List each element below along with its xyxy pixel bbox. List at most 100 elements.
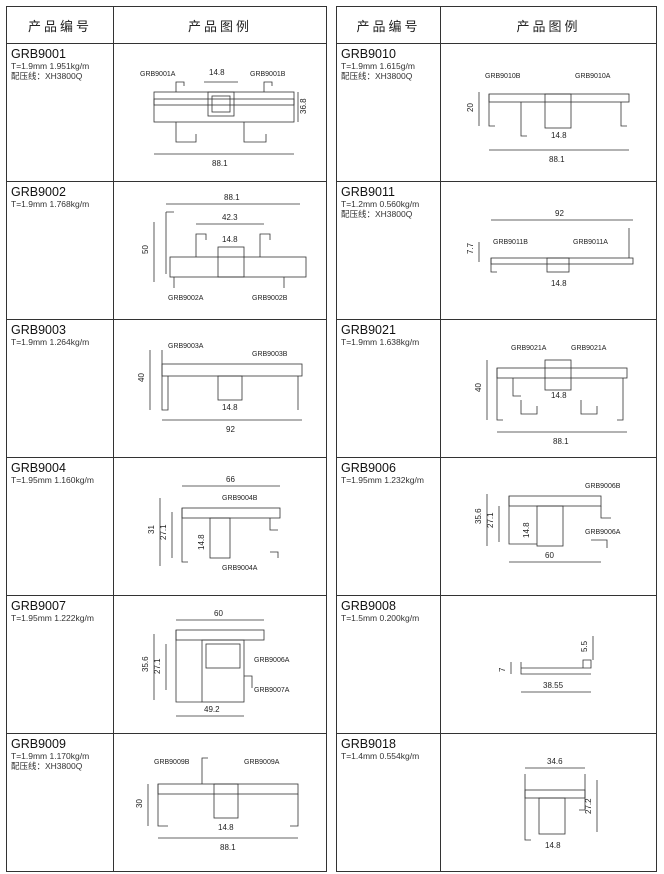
profile-drawing: GRB9021A GRB9021A 40 14.8 88.1 <box>474 345 628 446</box>
product-code: GRB9011 <box>341 185 395 199</box>
dimension: 7 <box>498 667 507 672</box>
product-spec: T=1.95mm 1.222kg/m <box>11 613 94 623</box>
product-spec: T=1.2mm 0.560kg/m <box>341 199 420 209</box>
dimension: 35.6 <box>141 656 150 672</box>
catalog-table-right: 产品编号 产品图例 GRB9010 T=1.9mm 1.615g/m 配压线：X… <box>336 6 657 872</box>
dimension: 40 <box>137 373 146 382</box>
dimension: 7.7 <box>466 242 475 254</box>
dimension: 66 <box>226 475 235 484</box>
dimension: 88.1 <box>549 155 565 164</box>
part-label: GRB9001A <box>140 71 176 78</box>
part-label: GRB9006B <box>585 483 621 490</box>
product-spec: T=1.5mm 0.200kg/m <box>341 613 420 623</box>
part-label: GRB9003A <box>168 343 204 350</box>
profile-drawing: GRB9009B GRB9009A 30 14.8 88.1 <box>135 757 299 852</box>
pressure-line: 配压线：XH3800Q <box>11 71 83 81</box>
dimension: 38.55 <box>543 681 564 690</box>
part-label: GRB9001B <box>250 71 286 78</box>
dimension: 20 <box>466 103 475 112</box>
product-code: GRB9001 <box>11 47 66 61</box>
product-row: GRB9011 T=1.2mm 0.560kg/m 配压线：XH3800Q 92… <box>336 181 657 320</box>
product-spec: T=1.9mm 1.768kg/m <box>11 199 90 209</box>
dimension: 14.8 <box>551 391 567 400</box>
product-row: GRB9010 T=1.9mm 1.615g/m 配压线：XH3800Q GRB… <box>336 43 657 182</box>
product-code: GRB9002 <box>11 185 66 199</box>
part-label: GRB9004A <box>222 565 258 572</box>
product-code: GRB9008 <box>341 599 396 613</box>
profile-drawing: 60 35.6 27.1 GRB9006A GRB9007A 49.2 <box>141 609 290 717</box>
product-code: GRB9003 <box>11 323 66 337</box>
product-spec: T=1.9mm 1.170kg/m <box>11 751 90 761</box>
dimension: 27.1 <box>486 512 495 528</box>
dimension: 27.1 <box>159 524 168 540</box>
profile-drawing: 66 GRB9004B 31 27.1 14.8 GRB9004A <box>147 475 281 572</box>
header-code: 产品编号 <box>336 6 441 44</box>
part-label: GRB9007A <box>254 687 290 694</box>
dimension: 14.8 <box>197 534 206 550</box>
dimension: 49.2 <box>204 705 220 714</box>
profile-drawing: GRB9001A GRB9001B 14.8 36.8 88.1 <box>140 68 308 168</box>
dimension: 14.8 <box>218 823 234 832</box>
part-label: GRB9011A <box>573 239 608 246</box>
product-spec: T=1.9mm 1.264kg/m <box>11 337 90 347</box>
product-spec: T=1.9mm 1.615g/m <box>341 61 415 71</box>
dimension: 36.8 <box>299 98 308 114</box>
header-figure: 产品图例 <box>113 6 327 44</box>
product-code: GRB9004 <box>11 461 66 475</box>
dimension: 14.8 <box>222 235 238 244</box>
product-spec: T=1.9mm 1.951kg/m <box>11 61 90 71</box>
part-label: GRB9002A <box>168 295 204 302</box>
dimension: 92 <box>555 209 564 218</box>
product-spec: T=1.9mm 1.638kg/m <box>341 337 420 347</box>
header-code: 产品编号 <box>6 6 114 44</box>
product-code: GRB9010 <box>341 47 396 61</box>
dimension: 31 <box>147 525 156 534</box>
product-spec: T=1.95mm 1.160kg/m <box>11 475 94 485</box>
dimension: 50 <box>141 245 150 254</box>
dimension: 35.6 <box>474 508 483 524</box>
dimension: 60 <box>545 551 554 560</box>
dimension: 30 <box>135 799 144 808</box>
profile-drawing: GRB9003A GRB9003B 40 14.8 92 <box>137 343 303 434</box>
pressure-line: 配压线：XH3800Q <box>341 71 413 81</box>
product-row: GRB9008 T=1.5mm 0.200kg/m 5.5 7 38.55 <box>336 595 657 734</box>
dimension: 27.2 <box>584 798 593 814</box>
dimension: 14.8 <box>209 68 225 77</box>
dimension: 88.1 <box>220 843 236 852</box>
dimension: 14.8 <box>545 841 561 850</box>
product-row: GRB9006 T=1.95mm 1.232kg/m GRB9006B 35.6… <box>336 457 657 596</box>
part-label: GRB9004B <box>222 495 258 502</box>
dimension: 60 <box>214 609 223 618</box>
part-label: GRB9011B <box>493 239 528 246</box>
dimension: 34.6 <box>547 757 563 766</box>
product-spec: T=1.4mm 0.554kg/m <box>341 751 420 761</box>
product-row: GRB9002 T=1.9mm 1.768kg/m 88.1 42.3 14.8… <box>6 181 327 320</box>
part-label: GRB9010A <box>575 73 611 80</box>
product-row: GRB9003 T=1.9mm 1.264kg/m GRB9003A GRB90… <box>6 319 327 458</box>
profile-drawing: 92 GRB9011B GRB9011A 7.7 14.8 <box>466 209 634 288</box>
product-row: GRB9001 T=1.9mm 1.951kg/m 配压线：XH3800Q GR… <box>6 43 327 182</box>
product-code: GRB9006 <box>341 461 396 475</box>
part-label: GRB9009A <box>244 759 280 766</box>
dimension: 14.8 <box>551 131 567 140</box>
profile-drawing: GRB9006B 35.6 27.1 14.8 GRB9006A 60 <box>474 483 621 563</box>
product-code: GRB9007 <box>11 599 66 613</box>
dimension: 42.3 <box>222 213 238 222</box>
part-label: GRB9021A <box>511 345 547 352</box>
part-label: GRB9010B <box>485 73 521 80</box>
product-row: GRB9007 T=1.95mm 1.222kg/m 60 35.6 27.1 … <box>6 595 327 734</box>
dimension: 92 <box>226 425 235 434</box>
dimension: 88.1 <box>553 437 569 446</box>
part-label: GRB9002B <box>252 295 288 302</box>
part-label: GRB9006A <box>254 657 290 664</box>
dimension: 88.1 <box>212 159 228 168</box>
part-label: GRB9009B <box>154 759 190 766</box>
dimension: 5.5 <box>580 640 589 652</box>
product-row: GRB9009 T=1.9mm 1.170kg/m 配压线：XH3800Q GR… <box>6 733 327 872</box>
dimension: 14.8 <box>551 279 567 288</box>
part-label: GRB9006A <box>585 529 621 536</box>
product-row: GRB9018 T=1.4mm 0.554kg/m 34.6 27.2 14.8 <box>336 733 657 872</box>
profile-drawing: 88.1 42.3 14.8 50 GRB9002A GRB9002B <box>141 193 307 302</box>
header-figure: 产品图例 <box>440 6 657 44</box>
